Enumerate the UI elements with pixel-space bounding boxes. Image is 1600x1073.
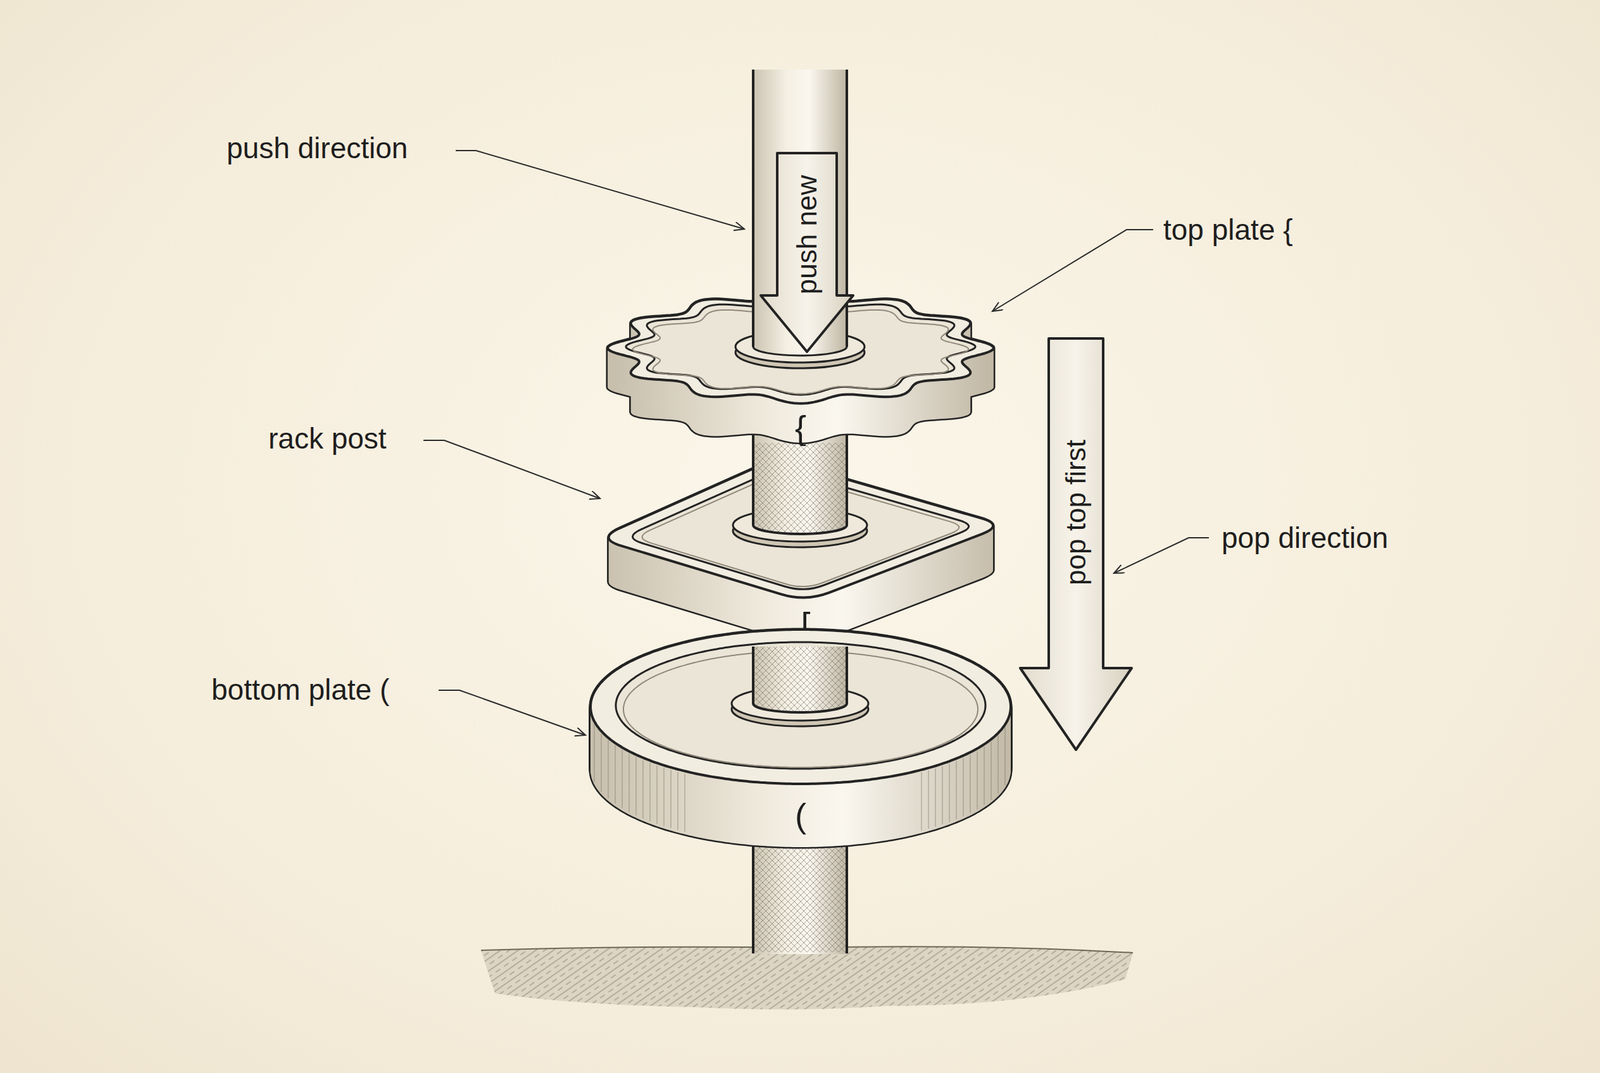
side-shading <box>607 740 609 799</box>
side-shading <box>990 741 992 800</box>
side-shading <box>635 757 637 816</box>
plate-top <box>607 292 994 404</box>
side-shading <box>983 746 985 806</box>
side-shading <box>663 768 665 827</box>
plate-side-fill <box>607 294 994 406</box>
post-stub <box>753 646 847 713</box>
side-shading <box>920 772 923 832</box>
post-hatching <box>753 841 847 953</box>
leader-line <box>992 229 1154 312</box>
plate-rim <box>632 471 969 590</box>
plate-glyph: { <box>794 410 807 445</box>
leader-line <box>438 690 586 736</box>
side-shading <box>670 770 672 829</box>
plate-side-fill <box>607 293 994 405</box>
side-shading <box>997 736 999 795</box>
side-shading <box>642 760 644 819</box>
arrow-text: pop top first <box>1062 439 1090 586</box>
arrow-text: push new <box>793 175 821 295</box>
leader-line <box>1113 537 1209 574</box>
plate-side <box>590 629 1011 848</box>
post-edge <box>753 446 847 535</box>
plate-edge <box>608 463 994 643</box>
side-shading <box>600 734 602 793</box>
side-shading <box>628 753 630 813</box>
post-edge <box>753 646 847 713</box>
side-shading <box>941 766 944 825</box>
post-stub <box>753 446 847 535</box>
side-shading <box>955 761 957 820</box>
arrow-shape <box>760 153 854 352</box>
push-arrow: push new <box>748 153 854 354</box>
side-shading <box>934 768 937 828</box>
plate-rim <box>625 298 976 395</box>
side-shading <box>593 724 595 783</box>
side-shading <box>962 758 964 817</box>
plate-edge <box>590 629 1011 848</box>
part-label: top plate { <box>1163 215 1294 245</box>
part-label: bottom plate ( <box>211 675 390 705</box>
plate-rim-shade <box>642 475 960 588</box>
side-shading <box>621 750 623 809</box>
part-label: pop direction <box>1221 523 1388 553</box>
side-shading <box>948 763 950 823</box>
plate-side-fill <box>607 296 994 407</box>
side-shading <box>927 770 930 830</box>
plate-side-fill <box>608 467 994 602</box>
plate-side-fill <box>608 468 994 604</box>
plate-side <box>608 463 994 643</box>
side-shading <box>684 774 686 833</box>
plate-side-fill <box>608 463 994 599</box>
leader-line <box>423 440 600 499</box>
plate-side-fill <box>608 469 994 605</box>
plate-side-fill <box>608 470 994 606</box>
side-shading <box>1004 727 1006 786</box>
side-shading <box>656 765 658 825</box>
plate-side-fill <box>590 629 1011 785</box>
plate-rim-shade <box>632 304 969 394</box>
side-shading <box>649 763 651 822</box>
post-edge <box>753 346 847 356</box>
post-edge <box>751 69 755 347</box>
post-hatching <box>753 646 847 713</box>
plate-side-fill <box>607 292 994 404</box>
pop-arrow: pop top first <box>1020 338 1132 754</box>
ground <box>481 946 1133 1010</box>
side-shading <box>969 755 971 814</box>
post-hatching <box>753 446 847 535</box>
plate-top <box>608 463 994 599</box>
side-shading <box>677 772 679 831</box>
side-shading <box>976 751 978 810</box>
part-label: rack post <box>268 424 387 454</box>
plate-rim <box>615 642 986 769</box>
plate-side-fill <box>608 472 994 607</box>
plate-side-fill <box>608 464 994 600</box>
plate-rim-shade <box>623 651 978 768</box>
plate-glyph: ( <box>794 798 807 833</box>
plate-top <box>590 629 1011 785</box>
part-label: push direction <box>226 133 408 163</box>
side-shading <box>614 745 616 804</box>
plate-edge-line <box>590 629 1011 785</box>
leader-line <box>455 150 745 230</box>
arrow-shape <box>1020 338 1132 750</box>
plate-side-fill <box>607 297 994 409</box>
plate-side-fill <box>608 465 994 601</box>
